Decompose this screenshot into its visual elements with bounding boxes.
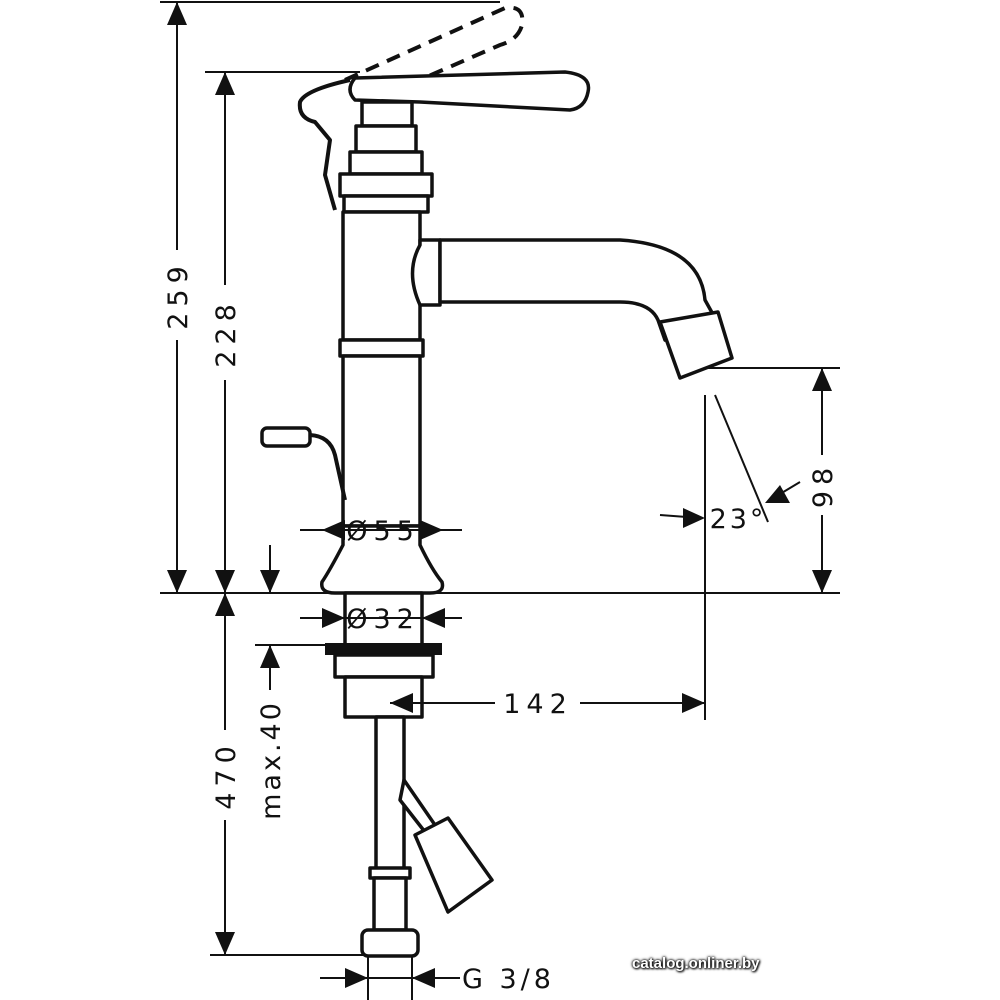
dim-228: 228 <box>211 298 242 368</box>
watermark: catalog.onliner.by <box>632 955 760 972</box>
shank-assembly <box>325 591 494 958</box>
dim-98: 98 <box>808 462 839 508</box>
dim-diameter-55: Ø55 <box>346 516 420 547</box>
reference-lines <box>160 1 840 956</box>
spout <box>410 238 734 380</box>
dimension-lines <box>167 2 832 1000</box>
dim-470: 470 <box>211 740 242 810</box>
lever-handle <box>297 5 591 214</box>
dim-259: 259 <box>163 260 194 330</box>
dim-max-40: max.40 <box>256 700 287 820</box>
faucet-body <box>320 210 445 595</box>
dim-142: 142 <box>503 689 573 720</box>
dim-angle-23: 23° <box>710 504 767 535</box>
dim-diameter-32: Ø32 <box>346 604 420 635</box>
popup-rod <box>260 426 347 501</box>
dim-thread-g38: G 3/8 <box>462 964 555 995</box>
